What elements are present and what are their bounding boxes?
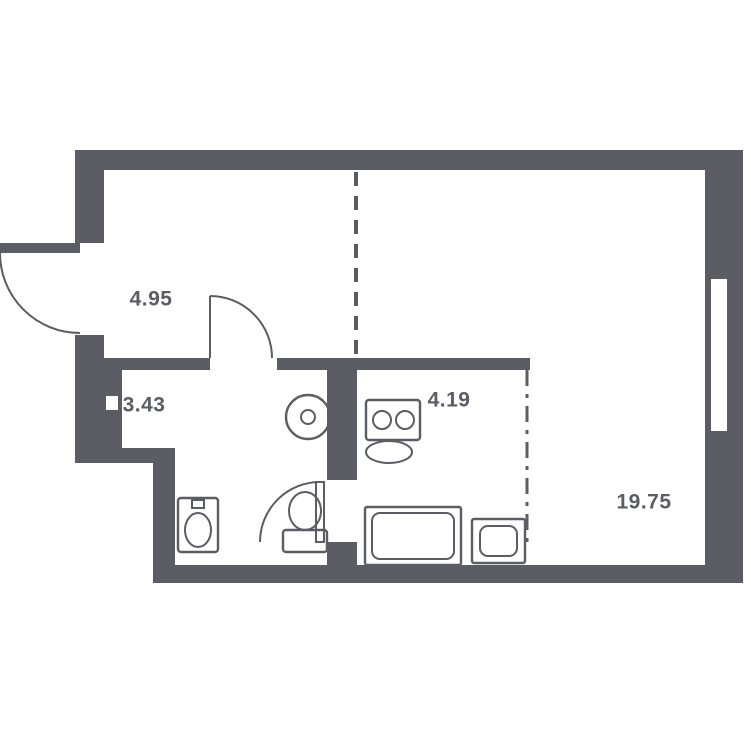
- kitchen-top-wall: [357, 358, 530, 370]
- openings: [106, 279, 727, 542]
- left-wall-upper: [75, 150, 104, 243]
- washing-machine-drum-icon: [300, 409, 316, 425]
- kitchen-area-label: 4.19: [428, 389, 471, 412]
- top-wall: [75, 150, 743, 170]
- entrance-stub-wall: [0, 243, 80, 253]
- left-wall-lower: [75, 335, 104, 463]
- duct-pilaster: [104, 358, 122, 463]
- left-step-wall: [75, 448, 175, 463]
- walls: [0, 150, 743, 583]
- hallway-door-icon: [209, 295, 273, 359]
- zone-lines: [354, 172, 529, 545]
- toilet-icon: [281, 491, 329, 554]
- hallway-area-label: 4.95: [130, 288, 173, 311]
- vent-shaft-icon: [106, 396, 118, 410]
- window-icon: [711, 279, 727, 431]
- central-wall: [327, 358, 357, 583]
- hall-bath-wall-left: [104, 358, 210, 370]
- washing-machine-icon: [284, 393, 332, 441]
- entrance-door-icon: [0, 252, 81, 334]
- bathroom-door-opening: [327, 480, 357, 542]
- area-labels: 4.95 3.43 4.19 19.75: [123, 288, 671, 514]
- lower-left-wall: [153, 463, 175, 583]
- bathroom-area-label: 3.43: [123, 394, 166, 417]
- bathroom-door-icon: [259, 481, 321, 543]
- bottom-wall: [153, 565, 743, 583]
- bathroom-sink-icon: [176, 496, 220, 554]
- counter-bathtub-icon: [363, 505, 463, 567]
- stove-icon: [364, 398, 422, 464]
- living-room-area-label: 19.75: [616, 491, 671, 514]
- kitchen-sink-icon: [470, 517, 527, 565]
- fixtures: [176, 393, 527, 567]
